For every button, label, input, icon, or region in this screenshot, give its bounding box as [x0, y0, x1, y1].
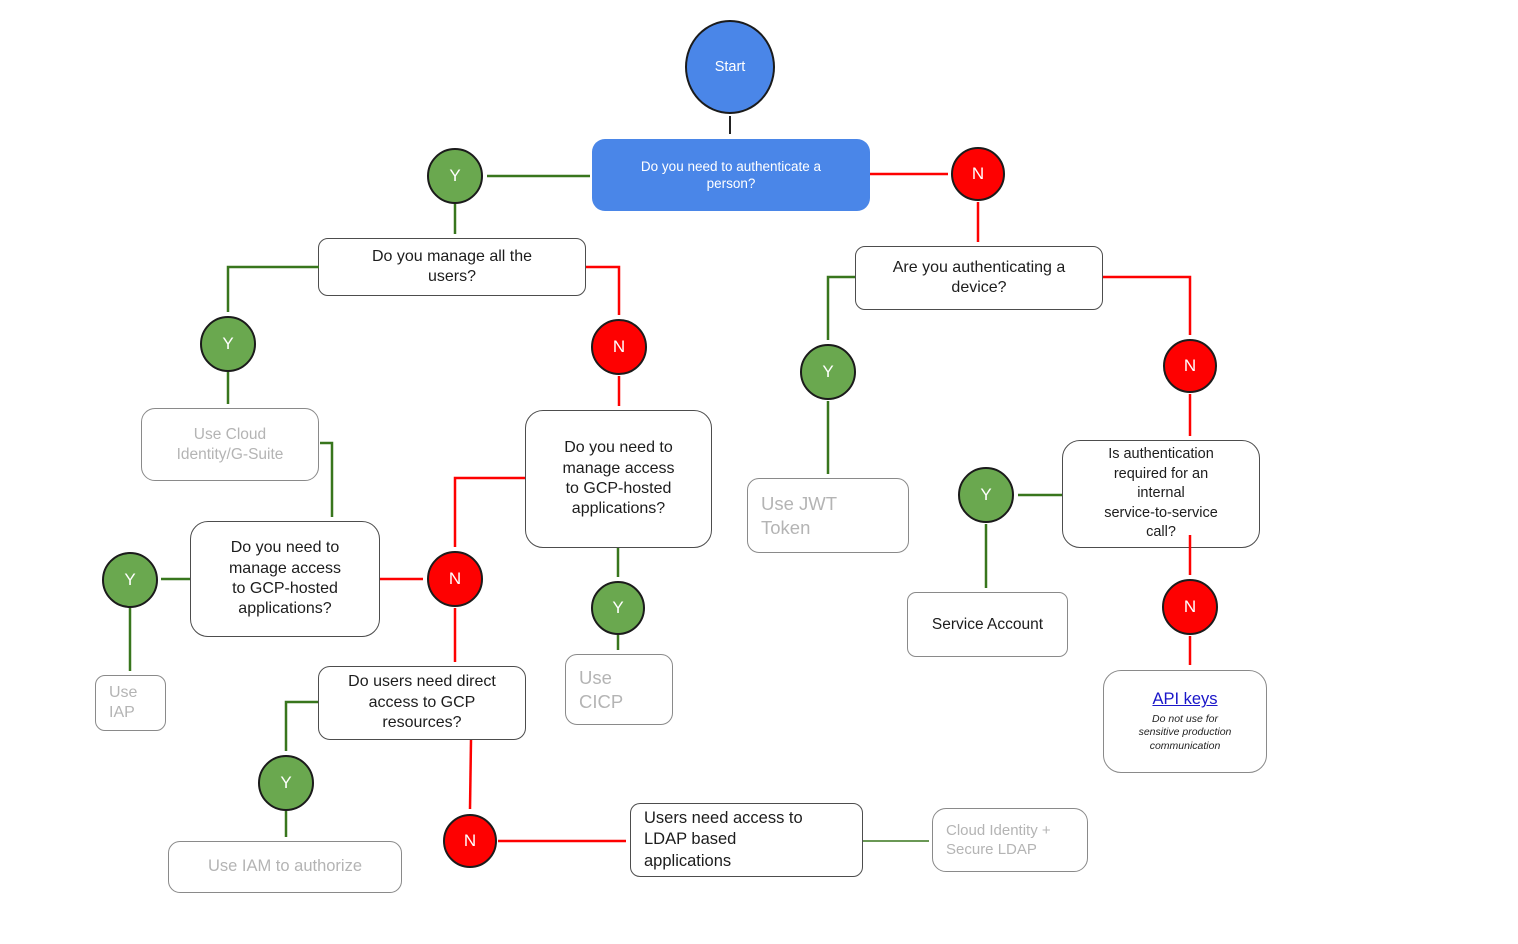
- result-use-jwt-token: Use JWT Token: [747, 478, 909, 553]
- result-use-iap: Use IAP: [95, 675, 166, 731]
- start-node: Start: [685, 20, 775, 114]
- yes-manage-access-mid: Y: [591, 581, 645, 635]
- yes-authenticate-person: Y: [427, 148, 483, 204]
- no-auth-device: N: [1163, 339, 1217, 393]
- edge-manage-users-yes: [226, 265, 319, 312]
- yes-direct-access: Y: [258, 755, 314, 811]
- q-manage-all-users: Do you manage all the users?: [318, 238, 586, 296]
- api-keys-link[interactable]: API keys: [1152, 690, 1218, 709]
- edge-direct-access-no: [468, 739, 473, 810]
- yes-manage-access-left: Y: [102, 552, 158, 608]
- q-authenticating-device: Are you authenticating a device?: [855, 246, 1103, 310]
- q-manage-access-gcp-left: Do you need to manage access to GCP-host…: [190, 521, 380, 637]
- q-manage-access-gcp-mid: Do you need to manage access to GCP-host…: [525, 410, 712, 548]
- edge-manage-users-no: [586, 265, 621, 315]
- yes-internal-service: Y: [958, 467, 1014, 523]
- result-use-cloud-identity: Use Cloud Identity/G-Suite: [141, 408, 319, 481]
- yes-auth-device: Y: [800, 344, 856, 400]
- result-use-cicp: Use CICP: [565, 654, 673, 725]
- edge-auth-device-yes: [826, 275, 855, 340]
- result-use-iam: Use IAM to authorize: [168, 841, 402, 893]
- result-cloud-identity-secure-ldap: Cloud Identity + Secure LDAP: [932, 808, 1088, 872]
- q-authenticate-person: Do you need to authenticate a person?: [592, 139, 870, 211]
- no-manage-access: N: [427, 551, 483, 607]
- edge-auth-device-no: [1103, 275, 1192, 335]
- result-api-keys: API keys Do not use for sensitive produc…: [1103, 670, 1267, 773]
- api-keys-note: Do not use for sensitive production comm…: [1138, 712, 1232, 752]
- result-service-account: Service Account: [907, 592, 1068, 657]
- edge-direct-access-yes: [284, 700, 318, 751]
- no-direct-access: N: [443, 814, 497, 868]
- q-direct-access-gcp: Do users need direct access to GCP resou…: [318, 666, 526, 740]
- edge-manage-access-mid-no: [453, 476, 525, 547]
- no-authenticate-person: N: [951, 147, 1005, 201]
- q-internal-service-call: Is authentication required for an intern…: [1062, 440, 1260, 548]
- yes-manage-all-users: Y: [200, 316, 256, 372]
- statement-ldap-access: Users need access to LDAP based applicat…: [630, 803, 863, 877]
- edge-cloud-identity-to-manage-access: [320, 441, 334, 517]
- no-internal-service: N: [1162, 579, 1218, 635]
- no-manage-all-users: N: [591, 319, 647, 375]
